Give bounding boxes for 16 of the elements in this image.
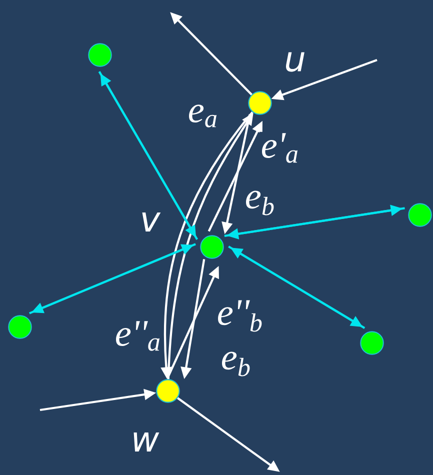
edge-label: e'$_{a}$ bbox=[260, 132, 300, 164]
edge-label: e$_{b}$ bbox=[244, 189, 276, 217]
edge-label: e$_{a}$ bbox=[186, 103, 220, 129]
edge-label: e''$_{a}$ bbox=[114, 320, 162, 352]
point-dot bbox=[360, 331, 384, 355]
node-label: w bbox=[134, 432, 160, 452]
point-dot bbox=[8, 315, 32, 339]
node-label: v bbox=[142, 212, 161, 232]
point-dot bbox=[88, 43, 112, 67]
point-dot bbox=[200, 235, 224, 259]
node-label: u bbox=[286, 52, 304, 72]
edge-label: e''$_{b}$ bbox=[216, 298, 264, 334]
point-dot bbox=[408, 203, 432, 227]
point-dot bbox=[156, 379, 180, 403]
point-dot bbox=[248, 91, 272, 115]
edge-label: e$_{b}$ bbox=[220, 350, 252, 378]
